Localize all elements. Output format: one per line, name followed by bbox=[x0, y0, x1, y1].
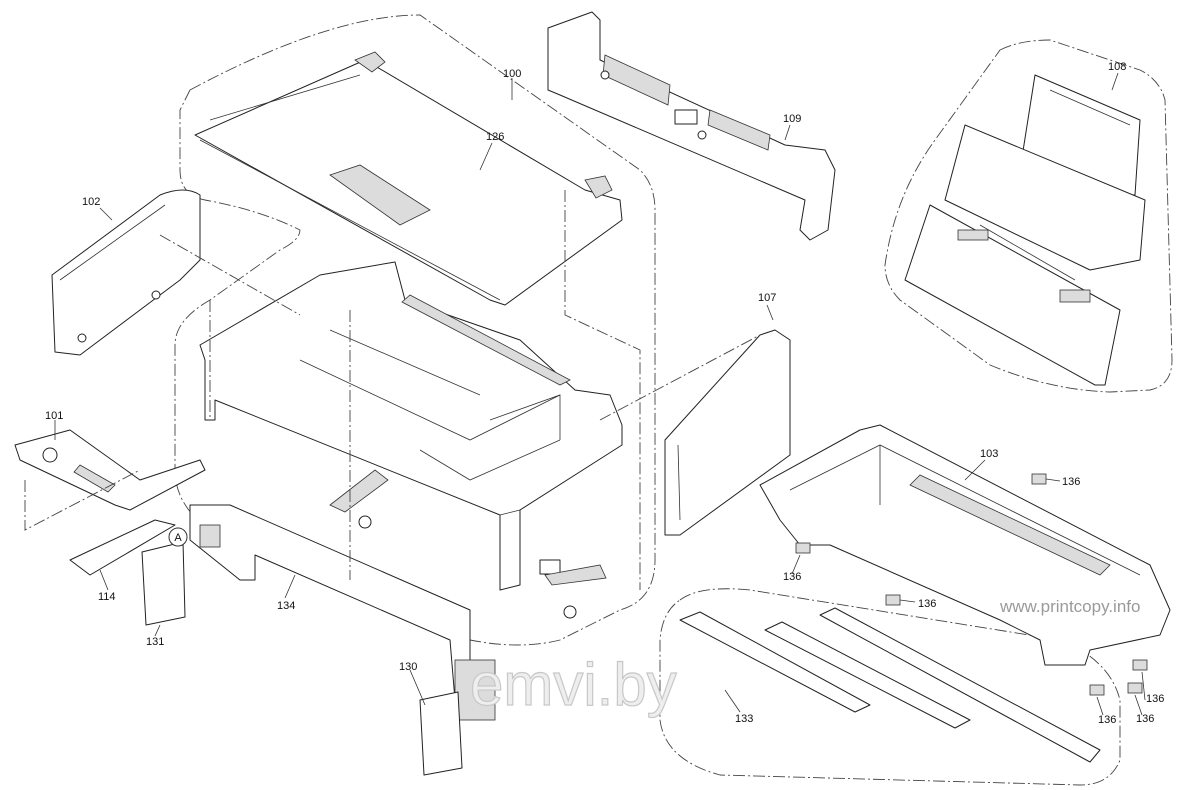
reference-marker-a: A bbox=[168, 527, 188, 547]
part-114-strip bbox=[69, 519, 176, 576]
callout-136-d: 136 bbox=[1146, 693, 1164, 705]
callout-136-f: 136 bbox=[1136, 713, 1154, 725]
callout-109: 109 bbox=[783, 113, 801, 125]
callout-136-e: 136 bbox=[1098, 714, 1116, 726]
callout-108: 108 bbox=[1108, 61, 1126, 73]
callout-131: 131 bbox=[146, 636, 164, 648]
callout-133: 133 bbox=[735, 713, 753, 725]
callout-100: 100 bbox=[503, 68, 521, 80]
part-131-cover bbox=[141, 541, 186, 626]
callout-114: 114 bbox=[98, 591, 116, 603]
group-outline-main bbox=[174, 14, 656, 646]
watermark-site: emvi.by bbox=[470, 651, 677, 718]
group-outline-paper-support bbox=[884, 39, 1173, 393]
reference-marker-a-label: A bbox=[174, 532, 182, 544]
part-126-top-cover bbox=[194, 51, 623, 306]
callout-136-c: 136 bbox=[918, 598, 936, 610]
part-109-rear-cover bbox=[547, 11, 836, 241]
callout-102: 102 bbox=[82, 196, 100, 208]
part-102-left-side-cover bbox=[51, 189, 201, 356]
callout-136-b: 136 bbox=[783, 571, 801, 583]
watermark-url: www.printcopy.info bbox=[999, 597, 1140, 616]
group-outline-tray bbox=[659, 588, 1121, 786]
leader-lines bbox=[54, 72, 1146, 716]
callout-101: 101 bbox=[45, 410, 63, 422]
part-107-right-side-cover bbox=[664, 329, 791, 536]
assembly-lines bbox=[24, 190, 761, 590]
callout-103: 103 bbox=[980, 448, 998, 460]
part-100-main-frame bbox=[199, 261, 623, 619]
callout-107: 107 bbox=[758, 292, 776, 304]
callout-136-a: 136 bbox=[1062, 476, 1080, 488]
part-108-paper-support bbox=[904, 74, 1146, 386]
part-134-front-rail bbox=[189, 504, 496, 721]
part-133-tray bbox=[679, 607, 1101, 763]
part-130-cover bbox=[419, 691, 463, 776]
callout-126: 126 bbox=[486, 131, 504, 143]
callout-130: 130 bbox=[399, 661, 417, 673]
callout-134: 134 bbox=[277, 600, 295, 612]
part-103-base bbox=[759, 424, 1171, 666]
part-101-panel bbox=[14, 429, 206, 511]
part-136-feet bbox=[795, 473, 1148, 696]
